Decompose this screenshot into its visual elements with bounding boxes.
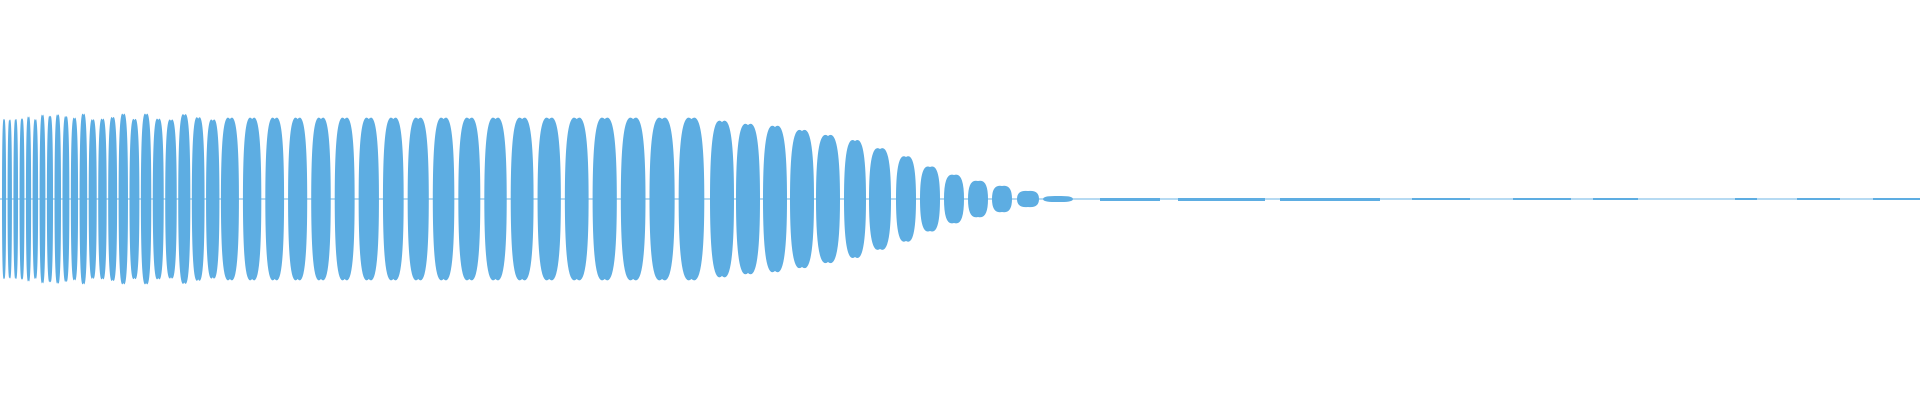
- waveform-lobe: [40, 115, 46, 284]
- waveform-lobe: [265, 118, 284, 281]
- waveform-tail-segment: [1100, 198, 1160, 201]
- waveform-lobe: [511, 118, 534, 281]
- waveform-lobe: [33, 119, 38, 279]
- waveform-lobe: [8, 120, 12, 279]
- waveform-lobe: [1017, 191, 1039, 207]
- waveform-tail-segment: [1178, 198, 1265, 201]
- waveform-tail-segment: [1593, 198, 1638, 200]
- waveform-lobe: [13, 119, 18, 279]
- waveform-lobe: [1043, 196, 1073, 202]
- waveform-tail-segment: [1873, 198, 1920, 200]
- waveform-lobe: [80, 114, 88, 285]
- waveform-lobe: [20, 118, 25, 279]
- waveform-lobe: [593, 118, 617, 281]
- waveform-lobe: [108, 117, 117, 281]
- waveform-lobe: [920, 166, 940, 231]
- waveform-lobe: [119, 114, 128, 285]
- waveform-lobe: [55, 114, 61, 283]
- waveform-lobe: [844, 140, 866, 258]
- waveform-lobe: [63, 116, 70, 282]
- waveform-lobe: [736, 124, 760, 275]
- waveform-tail-segment: [1797, 198, 1840, 200]
- waveform-lobe: [433, 118, 455, 281]
- waveform-lobe: [944, 175, 964, 224]
- waveform-lobe: [71, 118, 78, 281]
- waveform-lobe: [141, 114, 151, 285]
- waveform-lobe: [968, 181, 988, 218]
- waveform-lobe: [2, 119, 6, 279]
- waveform-lobe: [565, 118, 589, 281]
- waveform-lobe: [192, 117, 205, 280]
- waveform-lobe: [408, 118, 429, 281]
- waveform-tail-segment: [1735, 198, 1757, 200]
- waveform-lobe: [89, 119, 97, 278]
- waveform-lobe: [26, 116, 31, 281]
- waveform-lobe: [335, 118, 355, 281]
- waveform-lobe: [129, 119, 139, 279]
- waveform-lobe: [763, 126, 787, 272]
- waveform-lobe: [621, 118, 646, 281]
- waveform-lobe: [383, 118, 404, 281]
- waveform-lobe: [311, 118, 331, 281]
- waveform-lobe: [649, 118, 674, 281]
- waveform-lobe: [243, 118, 261, 281]
- waveform-tail-segment: [1412, 198, 1470, 200]
- waveform-lobe: [538, 118, 561, 281]
- waveform-lobe: [710, 121, 734, 278]
- waveform-lobe: [288, 118, 307, 281]
- waveform-lobe: [206, 119, 219, 278]
- waveform-lobe: [165, 119, 177, 278]
- waveform-lobe: [992, 186, 1012, 212]
- waveform-lobe: [178, 114, 190, 284]
- waveform-lobe: [153, 119, 164, 280]
- waveform-tail-segment: [1513, 198, 1571, 200]
- waveform-lobe: [221, 118, 239, 281]
- waveform-lobe: [359, 118, 379, 281]
- waveform-lobe: [869, 148, 891, 250]
- waveform-lobe: [896, 156, 916, 241]
- waveform-lobe: [98, 119, 106, 280]
- waveform-lobe: [816, 135, 840, 263]
- waveform-tail-segment: [1280, 198, 1380, 201]
- waveform-lobe: [679, 118, 705, 281]
- waveform-lobe: [484, 118, 506, 281]
- waveform-lobe: [790, 130, 814, 268]
- waveform-lobe: [47, 116, 53, 283]
- waveform-lobe: [458, 118, 480, 281]
